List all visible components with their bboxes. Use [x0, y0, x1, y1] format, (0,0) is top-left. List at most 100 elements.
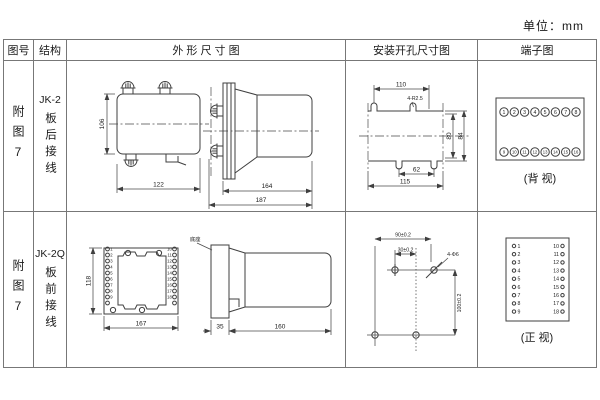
- dimension-187: 187: [208, 159, 313, 209]
- terminal-row-top: 1 2 3 4 5 6 7 8: [499, 107, 581, 117]
- svg-text:2: 2: [110, 253, 113, 258]
- terminal-pin: 3: [105, 259, 113, 264]
- svg-text:3: 3: [110, 259, 113, 264]
- svg-text:3: 3: [523, 110, 526, 116]
- svg-text:11: 11: [167, 253, 172, 258]
- jk2q-install-drawing: 90±0.2 30±0.2 4-Φ6 100±0.2: [367, 233, 463, 351]
- svg-text:15: 15: [553, 285, 559, 291]
- dim-text: 122: [153, 182, 164, 189]
- terminal-pin: 6: [511, 285, 521, 291]
- terminal-pin: 1: [105, 247, 113, 252]
- terminal-pin: 18: [553, 309, 565, 315]
- svg-text:16: 16: [574, 150, 579, 155]
- terminal-pin: 15: [167, 277, 177, 282]
- svg-text:16: 16: [167, 283, 172, 288]
- terminal-pin: 10: [509, 147, 519, 157]
- header-install: 安装开孔尺寸图: [346, 40, 478, 61]
- terminal-pin: 14: [553, 276, 565, 283]
- dim-text: 167: [136, 321, 147, 328]
- base-label: 底座: [190, 235, 200, 243]
- svg-text:9: 9: [503, 150, 506, 155]
- svg-text:4: 4: [518, 268, 521, 274]
- svg-text:5: 5: [544, 110, 547, 116]
- terminal-pin: 3: [511, 260, 521, 266]
- terminal-pin: 16: [553, 293, 565, 299]
- terminal-pin: 9: [499, 147, 509, 157]
- jk2q-side-view-drawing: 底座 35 160: [190, 235, 332, 335]
- dim-text: 106: [99, 118, 106, 129]
- terminal-pin: 2: [511, 252, 521, 258]
- svg-text:7: 7: [110, 283, 113, 288]
- dimension-35: 35: [203, 320, 237, 335]
- jk2q-front-view-drawing: 1 2 3 4 5 6 7 8 9 10 11 12 13 14 15 16 1…: [86, 247, 179, 331]
- terminal-pin: 2: [105, 253, 113, 258]
- dim-text: 30±0.2: [398, 248, 414, 254]
- svg-text:15: 15: [167, 277, 172, 282]
- outline-cell-jk2: 106 122 164: [67, 61, 346, 212]
- dim-text: 110: [396, 82, 407, 89]
- svg-text:4: 4: [110, 265, 113, 270]
- terminal-pin: 1: [511, 243, 521, 250]
- dim-text: 187: [256, 197, 267, 204]
- svg-text:10: 10: [553, 244, 559, 250]
- svg-text:15: 15: [563, 150, 568, 155]
- svg-text:6: 6: [554, 110, 557, 116]
- svg-text:11: 11: [522, 150, 527, 155]
- terminal-pin: 13: [553, 268, 565, 274]
- svg-text:2: 2: [518, 252, 521, 258]
- svg-text:12: 12: [167, 259, 172, 264]
- svg-text:1: 1: [518, 244, 521, 250]
- fig-no-cell-jk2q: 附图7: [4, 212, 34, 367]
- fig-no-label: 附图7: [11, 105, 25, 167]
- structure-cell-jk2q: JK-2Q 板前接线: [34, 212, 67, 367]
- wiring-label: 板后接线: [44, 112, 56, 178]
- dim-text: 62: [413, 167, 421, 174]
- dimension-width-122: 122: [116, 158, 201, 193]
- dim-text: 164: [262, 183, 273, 190]
- unit-label: 单位：mm: [523, 19, 584, 33]
- dim-text: 118: [86, 275, 93, 286]
- dimension-80: 80: [445, 113, 457, 159]
- terminal-pin: 8: [571, 107, 581, 117]
- terminal-pin: 4: [530, 107, 540, 117]
- terminal-pin: 10: [553, 243, 565, 250]
- terminal-col-left: 1 2 3 4 5 6 7 8 9: [511, 243, 521, 315]
- holes-callout: 4-Φ6: [437, 252, 459, 268]
- svg-text:13: 13: [553, 268, 559, 274]
- svg-text:4: 4: [533, 110, 536, 116]
- jk2-side-view-drawing: 164 187: [203, 82, 319, 209]
- terminal-pin: 14: [550, 147, 561, 157]
- dimension-height-106: 106: [99, 93, 115, 155]
- svg-text:2: 2: [513, 110, 516, 116]
- header-structure: 结构: [34, 40, 67, 61]
- svg-text:8: 8: [518, 301, 521, 307]
- terminal-pin: 18: [167, 295, 177, 300]
- dimension-115: 115: [367, 171, 444, 190]
- terminal-pin: 5: [540, 107, 550, 117]
- terminal-pin: 7: [105, 283, 113, 288]
- terminal-pin: 17: [167, 289, 177, 294]
- terminal-box: [495, 97, 585, 161]
- terminal-pin: 7: [511, 293, 521, 299]
- terminal-cell-jk2q: 1 2 3 4 5 6 7 8 9 10 11 12 13 14 15 16 1…: [478, 212, 596, 367]
- svg-text:14: 14: [553, 150, 558, 155]
- svg-text:16: 16: [553, 293, 559, 299]
- terminal-pin: 8: [105, 289, 113, 294]
- svg-text:17: 17: [553, 301, 559, 307]
- model-label: JK-2Q: [35, 247, 65, 260]
- terminal-pin: 10: [167, 247, 177, 252]
- dim-text: 84: [458, 132, 465, 140]
- terminal-pin: 5: [105, 271, 113, 276]
- svg-text:1: 1: [110, 247, 113, 252]
- terminal-pin: 11: [519, 147, 530, 157]
- dimension-62: 62: [398, 167, 435, 177]
- terminal-pin: 3: [519, 107, 530, 117]
- svg-text:5: 5: [110, 271, 113, 276]
- dimension-84: 84: [445, 110, 467, 162]
- plate-terminals-right: 10 11 12 13 14 15 16 17 18: [167, 247, 177, 306]
- svg-text:17: 17: [167, 289, 172, 294]
- terminal-pin: 5: [511, 276, 521, 283]
- wiring-label: 板前接线: [44, 265, 56, 332]
- terminal-pin: 17: [553, 301, 565, 307]
- dim-text: 160: [275, 324, 286, 331]
